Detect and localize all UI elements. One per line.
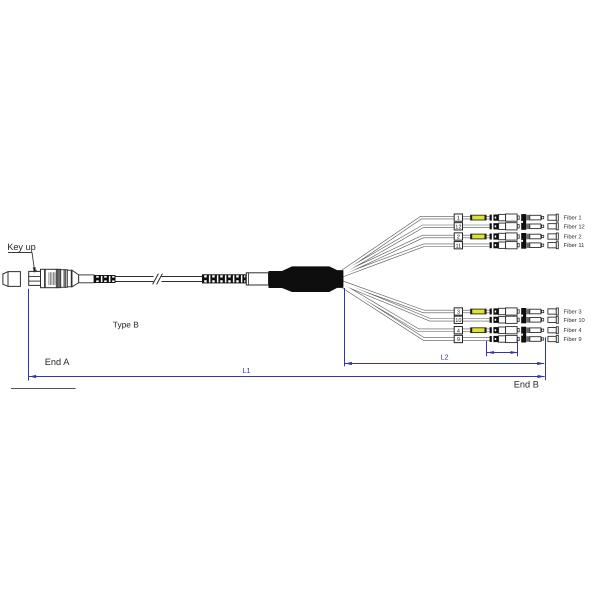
svg-text:Fiber 2: Fiber 2	[564, 233, 582, 240]
svg-text:Fiber 11: Fiber 11	[564, 242, 585, 249]
svg-text:Fiber 9: Fiber 9	[564, 336, 582, 343]
svg-text:Fiber 10: Fiber 10	[564, 317, 585, 324]
svg-text:3: 3	[457, 310, 460, 316]
svg-text:1: 1	[457, 216, 460, 222]
svg-text:L1: L1	[243, 366, 251, 375]
svg-text:End B: End B	[514, 380, 539, 390]
svg-text:Fiber 4: Fiber 4	[564, 327, 583, 334]
svg-text:10: 10	[455, 318, 461, 324]
svg-text:Fiber 12: Fiber 12	[564, 223, 585, 230]
svg-text:Key up: Key up	[7, 242, 36, 252]
svg-text:2: 2	[457, 235, 460, 241]
svg-text:Type B: Type B	[113, 319, 139, 329]
svg-text:12: 12	[455, 224, 461, 230]
svg-text:Fiber 1: Fiber 1	[564, 215, 582, 222]
svg-text:4: 4	[457, 328, 460, 334]
svg-text:End A: End A	[45, 357, 70, 367]
svg-text:9: 9	[457, 337, 460, 343]
svg-text:Fiber 3: Fiber 3	[564, 308, 582, 315]
svg-text:L2: L2	[441, 353, 449, 362]
svg-text:11: 11	[455, 243, 461, 249]
